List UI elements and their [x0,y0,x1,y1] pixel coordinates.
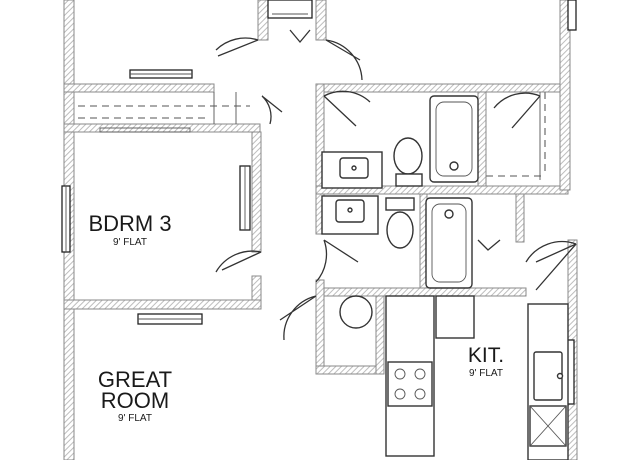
kitchen-fixtures [339,295,569,460]
ceiling-label-great-room: 9' FLAT [118,413,152,424]
door-swing-icon [323,90,371,127]
door-swing-icon [261,95,283,125]
room-labels: BDRM 3 9' FLAT GREAT ROOM 9' FLAT KIT. 9… [88,211,504,424]
wall-closet-bottom [315,365,379,375]
door-swing-icon [477,239,501,251]
door-swing-icon [289,29,311,44]
closet-rod [99,127,191,133]
wall-kitchen-partition [515,193,525,243]
bathtub-icon [429,95,479,183]
door-swing-icon [525,240,577,263]
door-swing-icon [279,295,317,341]
wall-closet-left [315,279,325,373]
wall-bath-divider [477,91,487,187]
door-swing-icon [493,92,541,129]
counter-block [435,295,475,339]
wall-bath-top [315,83,569,93]
door-swing-icon [315,239,359,283]
window-icon [567,0,577,31]
doors [215,29,577,341]
closet-shelves [78,92,546,180]
door-swing-icon [215,250,262,273]
door-swing-icon [325,39,363,81]
window-icon [267,0,313,19]
toilet-icon [393,137,423,175]
wall-right-upper [559,0,571,191]
wall-closet-top [63,83,215,93]
wall-top-right-hall [315,0,327,41]
room-label-kitchen: KIT. [468,344,504,367]
door-swing-icon [215,37,259,57]
wall-bedroom-right [251,131,262,253]
ceiling-label-bedroom: 9' FLAT [113,237,147,248]
bath-fixtures [321,95,479,289]
windows [61,0,577,405]
wall-top-left-hall [257,0,269,41]
bathtub-icon [425,197,473,289]
water-heater-icon [339,295,373,329]
room-label-great-room-1: GREAT [98,367,172,392]
toilet-icon [386,211,414,249]
room-label-great-room-2: ROOM [101,388,169,413]
stove-icon [387,361,433,407]
wall-bedroom-bottom [63,299,262,310]
wall-closet-right [375,295,385,375]
wall-bath-bottom [315,287,527,297]
room-label-bedroom: BDRM 3 [88,211,171,236]
ceiling-label-kitchen: 9' FLAT [469,368,503,379]
